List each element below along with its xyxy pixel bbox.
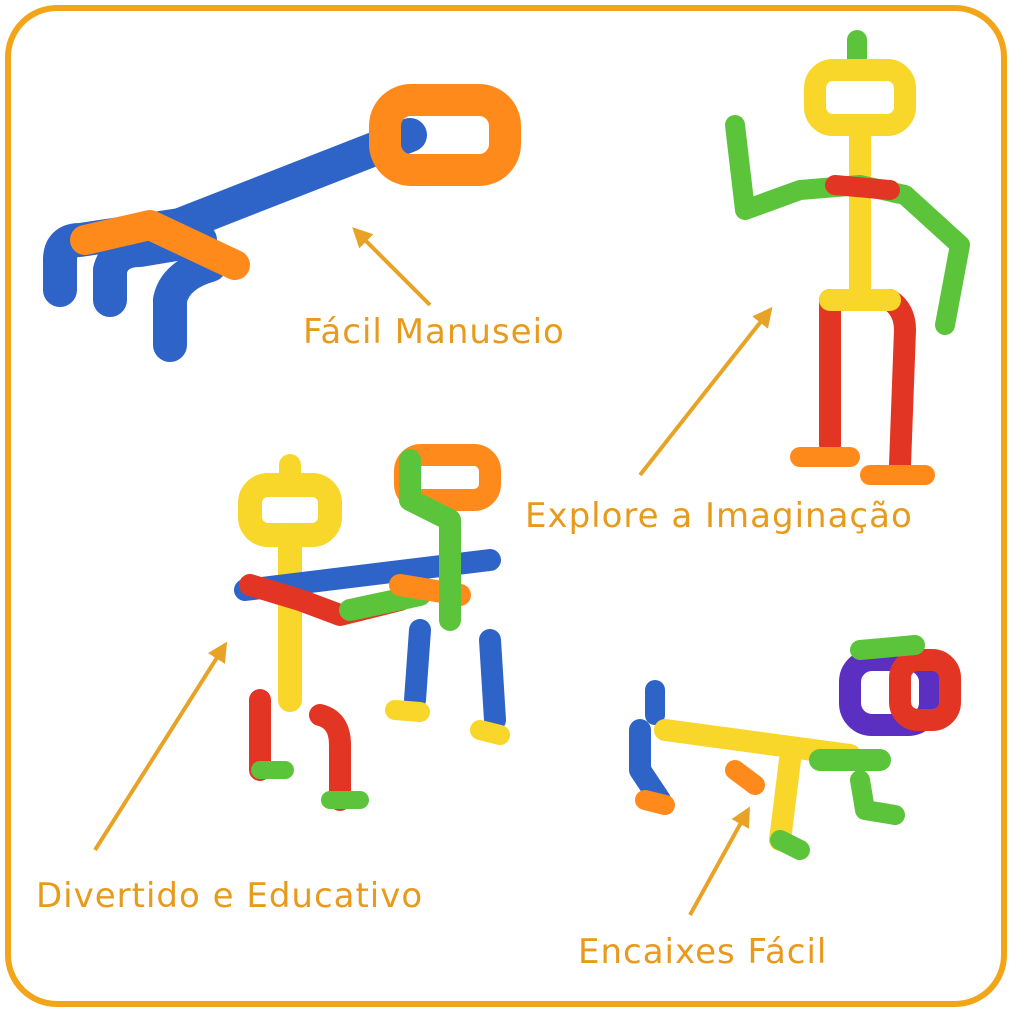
arrow-to-animal	[688, 806, 750, 916]
arrow-to-two-figures	[93, 641, 228, 852]
caption-divertido-educativo: Divertido e Educativo	[36, 876, 424, 916]
arrow-to-person	[638, 306, 773, 477]
caption-explore-imaginacao: Explore a Imaginação	[525, 496, 913, 536]
grabber-claw-toy	[43, 84, 521, 362]
caption-facil-manuseio: Fácil Manuseio	[303, 312, 565, 352]
animal-shape-toy	[629, 635, 961, 860]
rounded-orange-frame	[5, 5, 1007, 1007]
caption-encaixes-facil: Encaixes Fácil	[578, 932, 828, 972]
stick-figure-person-toy	[725, 30, 970, 485]
two-figures-toy	[234, 444, 510, 811]
arrow-to-claw	[352, 227, 432, 307]
